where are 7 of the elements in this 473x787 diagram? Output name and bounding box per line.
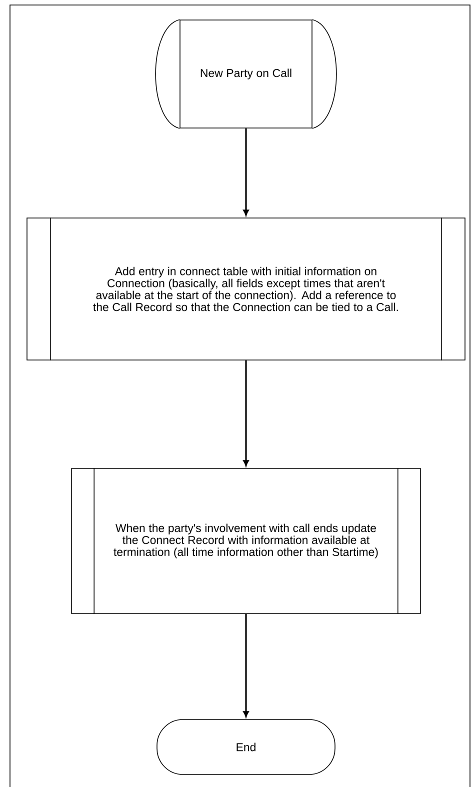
end-terminator: End — [156, 719, 336, 775]
process-box: Add entry in connect table with initial information on Connection (basically, all fields except times that aren't available at the start of the connection). Add a reference to the Call Record so that the Connection can be tied to a Call. — [26, 217, 466, 361]
arrow — [243, 614, 249, 718]
arrow — [243, 360, 249, 466]
process-box: When the party's involvement with call ends update the Connect Record with information available at termination (all time information other than Startime) — [71, 468, 421, 614]
arrow — [243, 128, 249, 216]
start-terminator: New Party on Call — [155, 19, 337, 129]
